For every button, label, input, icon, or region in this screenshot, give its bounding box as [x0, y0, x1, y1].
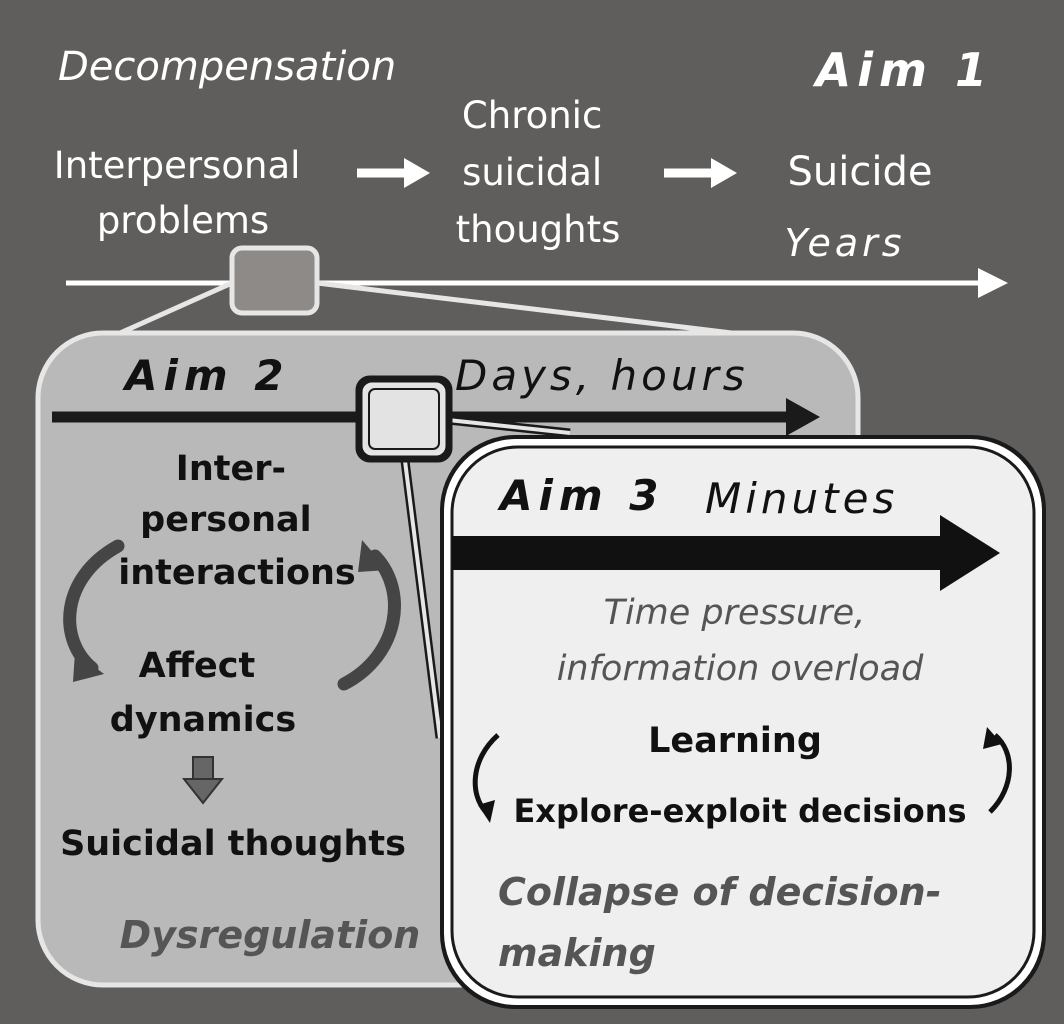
right-arrow-icon [664, 158, 737, 188]
aim3-timescale: Minutes [705, 474, 898, 523]
zoom-box-icon [355, 375, 453, 463]
aim2-interpersonal-interactions: Inter- personal interactions [118, 449, 356, 593]
aim1-label: Aim 1 [813, 43, 993, 97]
aim1-timescale: Years [784, 221, 905, 265]
aim2-mechanism: Dysregulation [120, 913, 421, 957]
right-arrow-icon [357, 158, 430, 188]
aim1-time-axis [66, 268, 1008, 298]
aim1-step-suicide: Suicide [788, 149, 933, 195]
aim3-context: Time pressure, information overload [557, 593, 924, 689]
aim1-mechanism: Decompensation [58, 44, 396, 90]
aim2-label: Aim 2 [122, 351, 290, 400]
aim1-step-interpersonal-problems: Interpersonal problems [54, 144, 312, 242]
aim3-learning: Learning [648, 721, 822, 761]
down-arrow-icon [181, 756, 225, 805]
cycle-arrow-icon [472, 727, 1012, 823]
aim2-timescale: Days, hours [455, 351, 749, 400]
aim3-time-axis [452, 515, 1000, 591]
aim1-section: Decompensation Aim 1 Interpersonal probl… [54, 43, 1008, 298]
zoom-box-icon [229, 245, 320, 316]
aim2-affect-dynamics: Affect dynamics [110, 646, 296, 740]
aim3-label: Aim 3 [497, 471, 665, 520]
cycle-arrow-icon [63, 539, 401, 691]
aim1-step-chronic-suicidal-thoughts: Chronic suicidal thoughts [456, 94, 621, 251]
aim3-panel: Aim 3 Minutes Time pressure, information… [399, 415, 1046, 1009]
aim3-mechanism: Collapse of decision- making [498, 870, 955, 975]
aim2-suicidal-thoughts: Suicidal thoughts [60, 824, 406, 864]
aim3-explore-exploit-decisions: Explore-exploit decisions [513, 792, 966, 830]
